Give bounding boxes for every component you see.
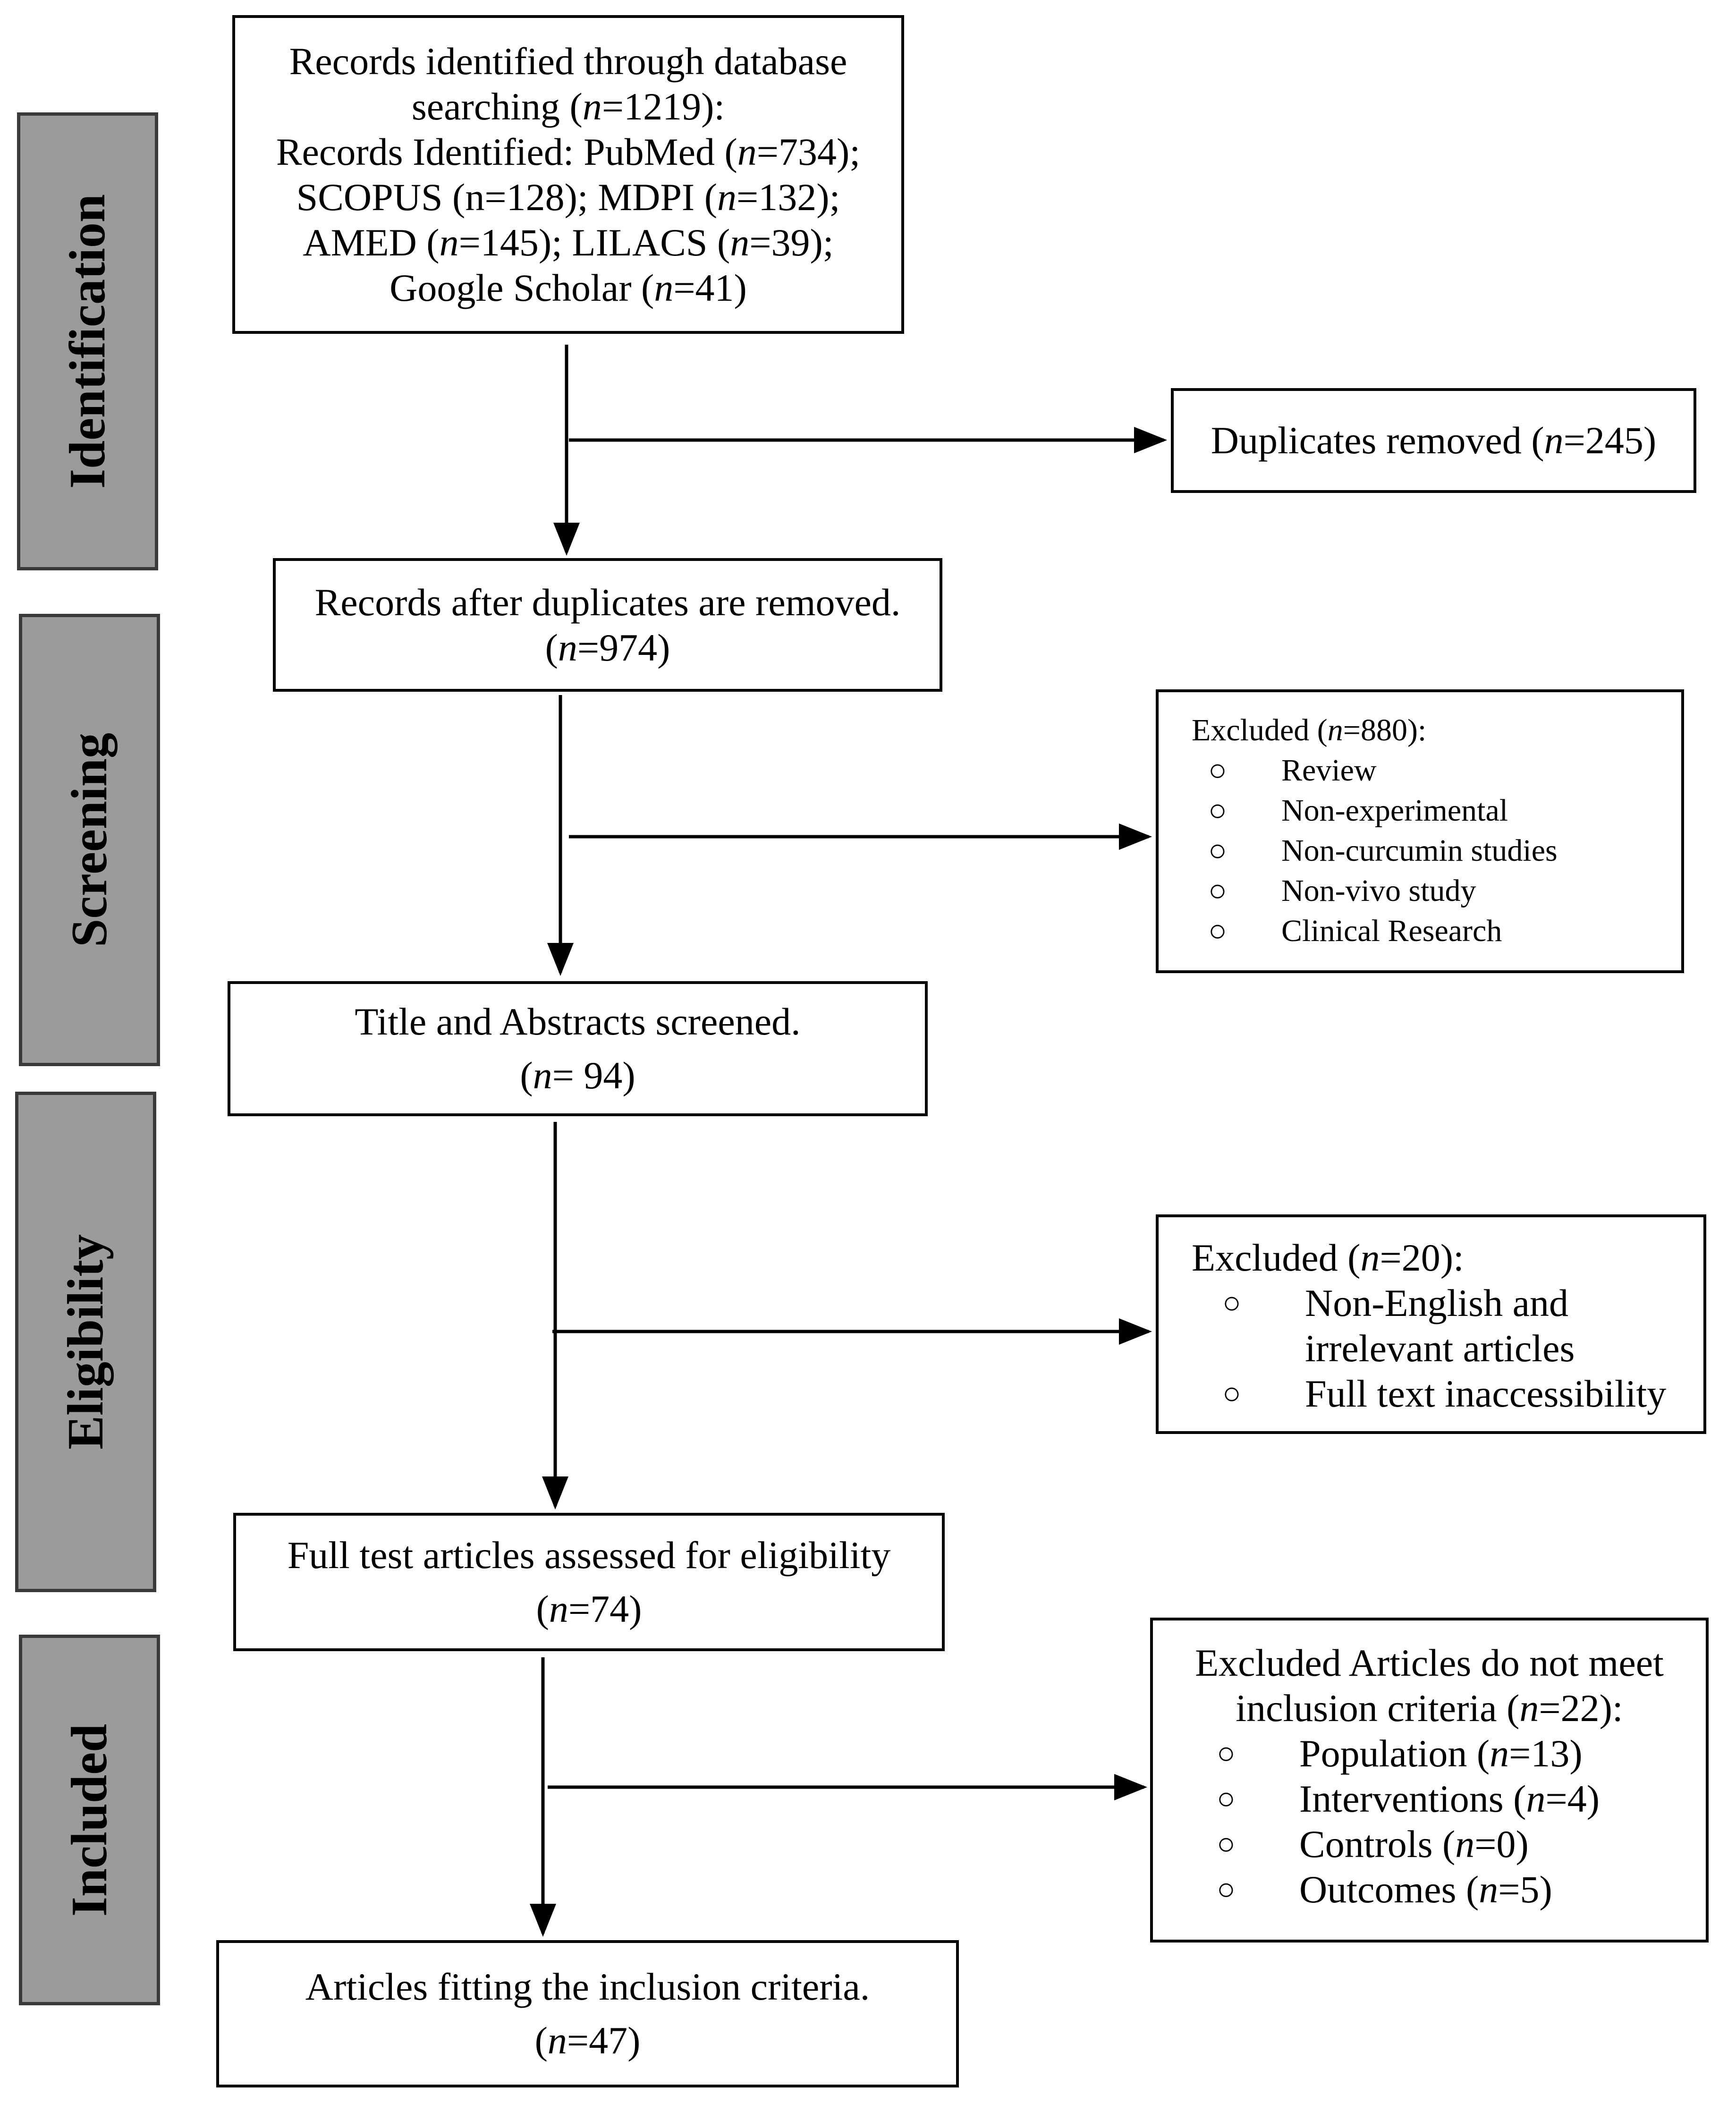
excluded-criteria-box: Excluded Articles do not meet inclusion … [1150, 1618, 1709, 1942]
bullet-icon: ○ [1208, 793, 1227, 828]
list-item: ○Interventions (n=4) [1153, 1776, 1706, 1822]
excluded-screening-heading: Excluded (n=880): [1192, 713, 1427, 747]
list-item: ○Review [1192, 750, 1681, 790]
full-text-box: Full test articles assessed for eligibil… [233, 1513, 945, 1651]
bullet-icon: ○ [1208, 833, 1227, 868]
screened-count: (n= 94) [520, 1054, 635, 1097]
identification-line-2: searching (n=1219): [411, 85, 725, 128]
excluded-criteria-line-1: Excluded Articles do not meet [1195, 1641, 1664, 1684]
full-text-count: (n=74) [536, 1587, 642, 1630]
identification-line-5: AMED (n=145); LILACS (n=39); [303, 221, 834, 264]
phase-screening: Screening [19, 614, 160, 1066]
bullet-icon: ○ [1208, 914, 1227, 948]
excluded-screening-box: Excluded (n=880): ○Review ○Non-experimen… [1156, 689, 1684, 973]
list-item: ○Non-experimental [1192, 790, 1681, 831]
bullet-icon: ○ [1217, 1736, 1236, 1771]
list-item: ○Outcomes (n=5) [1153, 1867, 1706, 1912]
identification-line-4: SCOPUS (n=128); MDPI (n=132); [296, 175, 840, 219]
identification-line-3: Records Identified: PubMed (n=734); [276, 130, 861, 173]
duplicates-removed-box: Duplicates removed (n=245) [1171, 388, 1696, 493]
after-duplicates-line-1: Records after duplicates are removed. [314, 580, 901, 624]
phase-eligibility: Eligibility [15, 1092, 156, 1592]
list-item: ○Non-vivo study [1192, 871, 1681, 911]
full-text-line-1: Full test articles assessed for eligibil… [287, 1533, 891, 1577]
bullet-icon: ○ [1222, 1286, 1241, 1320]
phase-identification: Identification [17, 112, 158, 570]
excluded-criteria-line-2: inclusion criteria (n=22): [1236, 1687, 1623, 1730]
phase-included: Included [19, 1635, 160, 2005]
identification-box: Records identified through database sear… [232, 15, 904, 334]
list-item: ○Non-curcumin studies [1192, 831, 1681, 871]
list-item: ○Controls (n=0) [1153, 1822, 1706, 1867]
final-included-box: Articles fitting the inclusion criteria.… [216, 1940, 959, 2087]
identification-line-1: Records identified through database [289, 39, 847, 83]
identification-line-6: Google Scholar (n=41) [390, 266, 747, 309]
after-duplicates-box: Records after duplicates are removed. (n… [273, 558, 942, 692]
bullet-icon: ○ [1217, 1872, 1236, 1907]
bullet-icon: ○ [1208, 753, 1227, 788]
final-line-1: Articles fitting the inclusion criteria. [305, 1965, 870, 2008]
screened-box: Title and Abstracts screened. (n= 94) [228, 981, 928, 1116]
bullet-icon: ○ [1208, 874, 1227, 908]
list-item: ○Full text inaccessibility [1192, 1371, 1703, 1416]
bullet-icon: ○ [1217, 1827, 1236, 1861]
excluded-eligibility-heading: Excluded (n=20): [1192, 1236, 1464, 1279]
bullet-icon: ○ [1217, 1781, 1236, 1816]
screened-line-1: Title and Abstracts screened. [355, 1000, 801, 1043]
bullet-icon: ○ [1222, 1376, 1241, 1411]
list-item: ○Population (n=13) [1153, 1731, 1706, 1776]
final-count: (n=47) [534, 2019, 641, 2062]
duplicates-removed-text: Duplicates removed (n=245) [1211, 419, 1657, 462]
list-item: ○Clinical Research [1192, 911, 1681, 951]
after-duplicates-count: (n=974) [545, 626, 670, 669]
